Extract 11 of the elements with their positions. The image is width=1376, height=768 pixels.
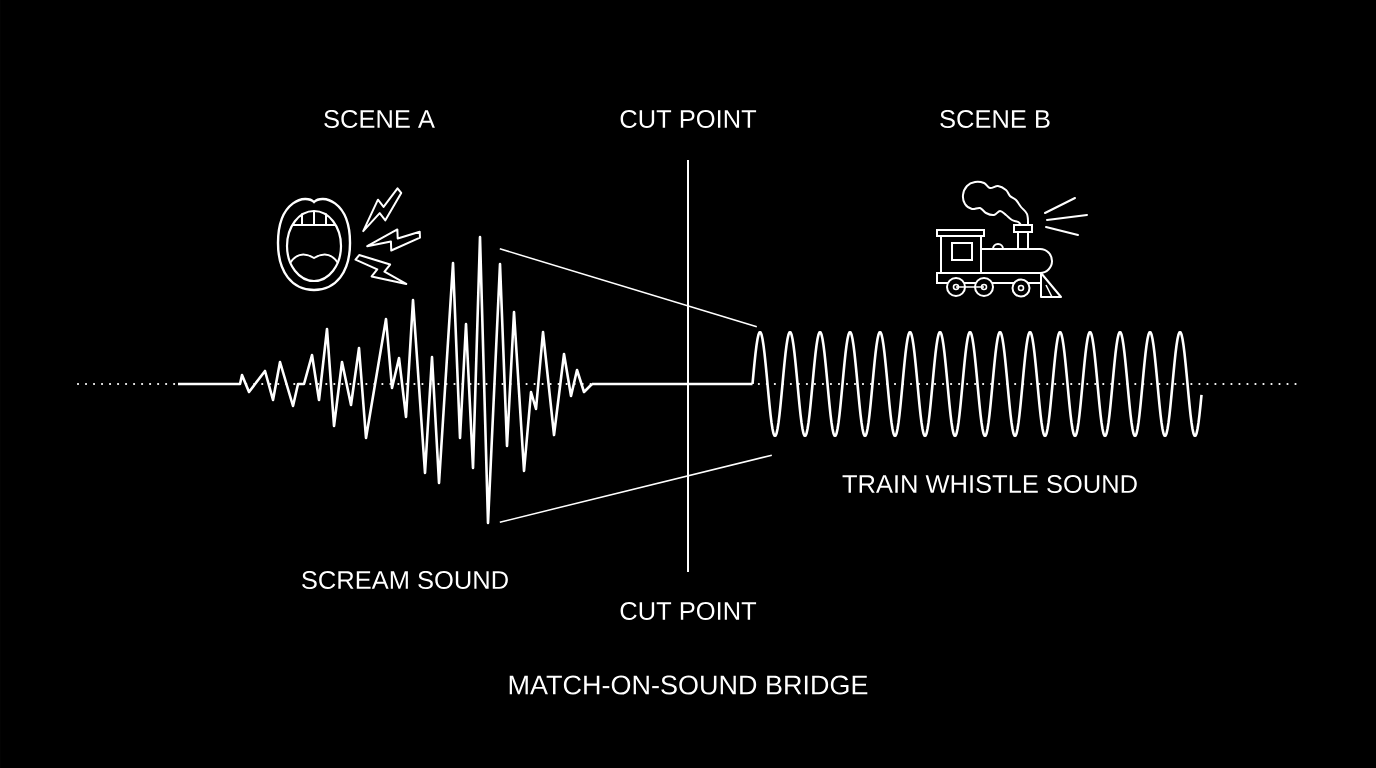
cut-point-label: CUT POINT xyxy=(620,110,757,129)
sound-label: SCREAM SOUND xyxy=(302,570,508,589)
scene-heading: SCENE A xyxy=(324,110,435,129)
waveform xyxy=(751,330,1203,438)
cut-point-label: CUT POINT xyxy=(620,601,757,620)
scene-heading: SCENE B xyxy=(940,110,1050,129)
waveform xyxy=(178,235,593,525)
sound-label: TRAIN WHISTLE SOUND xyxy=(842,474,1137,493)
caption: MATCH-ON-SOUND BRIDGE xyxy=(509,675,868,695)
bridge-line xyxy=(499,454,773,523)
bridge-line xyxy=(499,248,758,328)
